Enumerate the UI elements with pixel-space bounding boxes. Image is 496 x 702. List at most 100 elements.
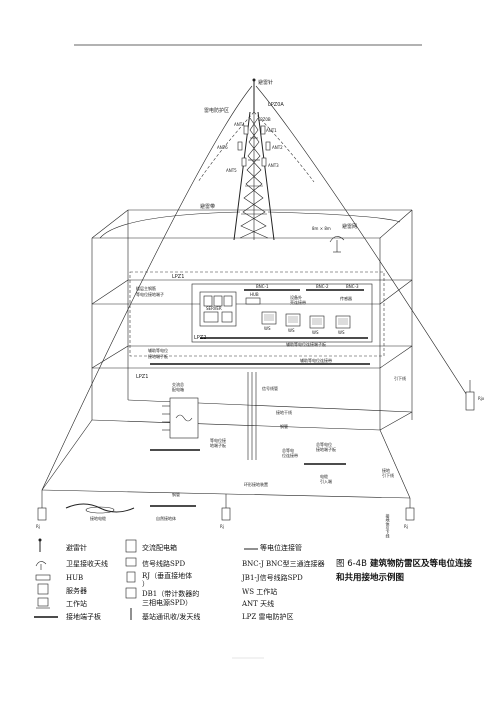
side-down-label: 引下线 bbox=[394, 375, 406, 381]
db1-icon bbox=[125, 587, 137, 599]
legend-ant: ANT 天线 bbox=[241, 599, 274, 608]
signal-spd-icon bbox=[125, 557, 137, 567]
rj-right-label: Rj bbox=[404, 524, 408, 529]
figure-number: 图 6-4B bbox=[336, 559, 367, 569]
server-icon bbox=[37, 583, 49, 595]
ant1-label: ANT1 bbox=[266, 128, 277, 133]
equip-strip-label: 设备外壳连接带 bbox=[290, 294, 306, 305]
legend-db1-cont: 三相电源SPD） bbox=[142, 598, 192, 607]
rjx-label: Rjx bbox=[478, 396, 485, 401]
bnc3-label: BNC-3 bbox=[346, 284, 359, 289]
sensor-label: 传感器 bbox=[340, 295, 352, 301]
satellite-antenna-icon bbox=[35, 561, 47, 570]
legend-server: 服务器 bbox=[66, 586, 87, 595]
protection-cone-right bbox=[255, 85, 471, 401]
rj-left-label: Rj bbox=[36, 524, 40, 529]
natural-ground-label: 自然接地体 bbox=[156, 515, 176, 521]
ground-right-label: 接地引下线 bbox=[382, 467, 394, 478]
inner-cone-left bbox=[197, 111, 255, 183]
lightning-net-label: 避雷网 bbox=[342, 223, 357, 230]
figure-title-2: 和共用接地示例图 bbox=[336, 572, 404, 583]
ws-label-4: WS bbox=[338, 330, 345, 335]
eq-bar-label: 等电位接地端子板 bbox=[210, 437, 226, 448]
ant6-label: ANT6 bbox=[217, 145, 228, 150]
inner-cone-right bbox=[253, 111, 315, 183]
legend-bnc: BNC-J BNC型三通连接器 bbox=[242, 559, 325, 568]
lpz1-upper-room bbox=[129, 271, 385, 357]
legend-ground-bar: 接地端子板 bbox=[66, 612, 101, 621]
tower-antennas bbox=[237, 125, 271, 167]
cable-in-label: 电缆引入端 bbox=[320, 473, 332, 484]
ws-label-1: WS bbox=[264, 326, 271, 331]
legend-ws: WS 工作站 bbox=[242, 587, 277, 596]
rj-icon bbox=[126, 571, 136, 583]
legend-rj: RJ（垂直接地体 bbox=[142, 571, 192, 580]
legend-rj-cont: ） bbox=[142, 580, 149, 588]
legend-jb1: JB1-J信号线路SPD bbox=[241, 573, 303, 582]
lpz0a-label: LPZ0A bbox=[268, 102, 284, 108]
legend-db1: DB1（带计数器的 bbox=[142, 589, 199, 598]
ws-label-3: WS bbox=[312, 330, 319, 335]
bnc2-label: BNC-2 bbox=[316, 284, 329, 289]
lightning-rod-icon bbox=[38, 538, 42, 552]
rj-left bbox=[37, 507, 47, 521]
ant2-label: ANT2 bbox=[272, 145, 283, 150]
pipe2-label: 钢管 bbox=[172, 491, 180, 497]
lpz1-lower-label: LPZ1 bbox=[136, 374, 148, 380]
aux-ebb-2-label: 辅助等电位连接带 bbox=[300, 357, 332, 363]
lpz2-room bbox=[191, 283, 373, 343]
lightning-rod-tip bbox=[252, 78, 256, 82]
legend-lightning-rod: 避雷针 bbox=[66, 543, 87, 552]
legend-satellite: 卫星接收天线 bbox=[66, 559, 108, 568]
ac-distribution-box bbox=[162, 397, 199, 439]
ant5-label: ANT5 bbox=[226, 168, 237, 173]
hub-label: HUB bbox=[250, 292, 259, 297]
rj-right bbox=[405, 507, 415, 521]
lpz1-upper-label: LPZ1 bbox=[172, 274, 184, 280]
bnc1-label: BNC-1 bbox=[256, 284, 269, 289]
hub-icon bbox=[35, 574, 51, 581]
ground-cable-label: 接地电缆 bbox=[90, 515, 106, 521]
protection-cone-left bbox=[41, 85, 253, 491]
legend-lpz: LPZ 雷电防护区 bbox=[242, 612, 293, 621]
signal-conduit bbox=[247, 372, 257, 460]
legend: 避雷针 卫星接收天线 HUB 服务器 工作站 接地端子板 交流配电箱 信号线路S… bbox=[34, 538, 325, 621]
roof-dims-label: 8m × 8m bbox=[312, 226, 331, 231]
ground-cable bbox=[65, 503, 135, 514]
workstation-icon bbox=[36, 597, 50, 609]
pipe-label: 钢管 bbox=[280, 423, 288, 429]
rj-mid-label: Rj bbox=[220, 524, 224, 529]
lpz0b-label: LPZ0B bbox=[258, 117, 271, 122]
legend-ac-box: 交流配电箱 bbox=[142, 543, 177, 552]
server-rack bbox=[199, 291, 237, 327]
legend-workstation: 工作站 bbox=[66, 599, 87, 608]
ac-box-icon bbox=[125, 539, 137, 553]
ac-box-label: 交流总配电箱 bbox=[172, 381, 184, 392]
protection-zone-label: 雷电防护区 bbox=[204, 107, 229, 114]
main-conn-label: 总等电位连接带 bbox=[282, 447, 298, 458]
figure-title-1: 建筑物防雷区及等电位连接 bbox=[369, 558, 473, 569]
lightning-rod-label: 避雷针 bbox=[258, 79, 273, 86]
ant4-label: ANT4 bbox=[234, 122, 245, 127]
server-label: SERVER bbox=[206, 306, 222, 311]
legend-signal-spd: 信号线路SPD bbox=[142, 559, 186, 568]
aux-ebb-label: 辅助等电位接地端子板 bbox=[148, 347, 168, 359]
ws-label-2: WS bbox=[288, 328, 295, 333]
hub-box bbox=[245, 297, 261, 305]
workstations bbox=[261, 311, 351, 329]
main-eq-label: 总等电位接地端子板 bbox=[316, 441, 336, 452]
building-roof bbox=[91, 209, 413, 239]
satellite-dish bbox=[329, 236, 345, 253]
lightning-belt-label: 避雷带 bbox=[200, 203, 215, 210]
aux-ebb-3-label: 辅助等电位连接端子板 bbox=[286, 341, 326, 347]
ring-ground-label: 环形接地装置 bbox=[244, 481, 268, 487]
floor-steel-label: 楼层主钢筋等电位接地端子 bbox=[136, 285, 164, 297]
signal-pipe-label: 信号线管 bbox=[262, 385, 278, 391]
legend-bonding-pipe: 等电位连接管 bbox=[260, 543, 302, 552]
rj-mid bbox=[221, 507, 231, 521]
ground-body-label: 接地体引下线 bbox=[386, 513, 391, 538]
building-frame bbox=[91, 210, 413, 431]
ring-ground bbox=[41, 419, 411, 508]
legend-base-station: 基站通讯收/发天线 bbox=[142, 612, 200, 621]
